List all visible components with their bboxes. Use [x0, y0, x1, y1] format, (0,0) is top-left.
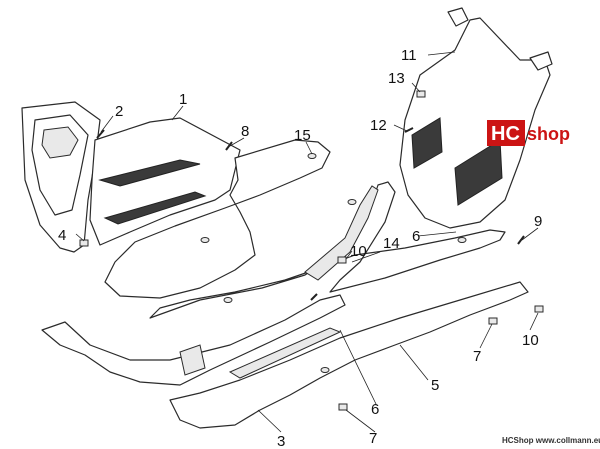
part-tunnel-cover: [149, 181, 506, 319]
part-rear-cowl: [399, 7, 553, 229]
callout-15: 15: [294, 127, 311, 144]
callout-10-lower: 10: [522, 332, 539, 349]
callout-5: 5: [431, 377, 439, 394]
leader-lines: [75, 51, 539, 433]
callout-9: 9: [534, 213, 542, 230]
part-right-footboard: [169, 281, 529, 429]
callout-12: 12: [370, 117, 387, 134]
part-left-footboard: [41, 294, 346, 386]
part-floor-mat: [104, 139, 331, 299]
callout-2: 2: [115, 103, 123, 120]
logo-shop-text: shop: [527, 124, 570, 144]
callout-10-upper: 10: [350, 243, 367, 260]
callout-6-upper: 6: [412, 228, 420, 245]
hcshop-logo: HC shop: [487, 120, 570, 146]
callout-8: 8: [241, 123, 249, 140]
callout-1: 1: [179, 91, 187, 108]
callout-13: 13: [388, 70, 405, 87]
callout-3: 3: [277, 433, 285, 449]
fasteners: [79, 90, 544, 411]
callout-14: 14: [383, 235, 400, 252]
callout-numbers: 1 2 3 4 5 6 6 7 7 8 9 10 10 11 12 13 14 …: [58, 47, 542, 449]
callout-6-lower: 6: [371, 401, 379, 418]
part-front-shield: [21, 101, 241, 253]
logo-red-box: [487, 120, 525, 146]
logo-hc-text: HC: [491, 123, 520, 145]
footer-credit: HCShop www.collmann.eu: [502, 436, 600, 445]
callout-4: 4: [58, 227, 66, 244]
callout-7-right: 7: [473, 348, 481, 365]
callout-7-bottom: 7: [369, 430, 377, 447]
callout-11: 11: [401, 47, 417, 64]
